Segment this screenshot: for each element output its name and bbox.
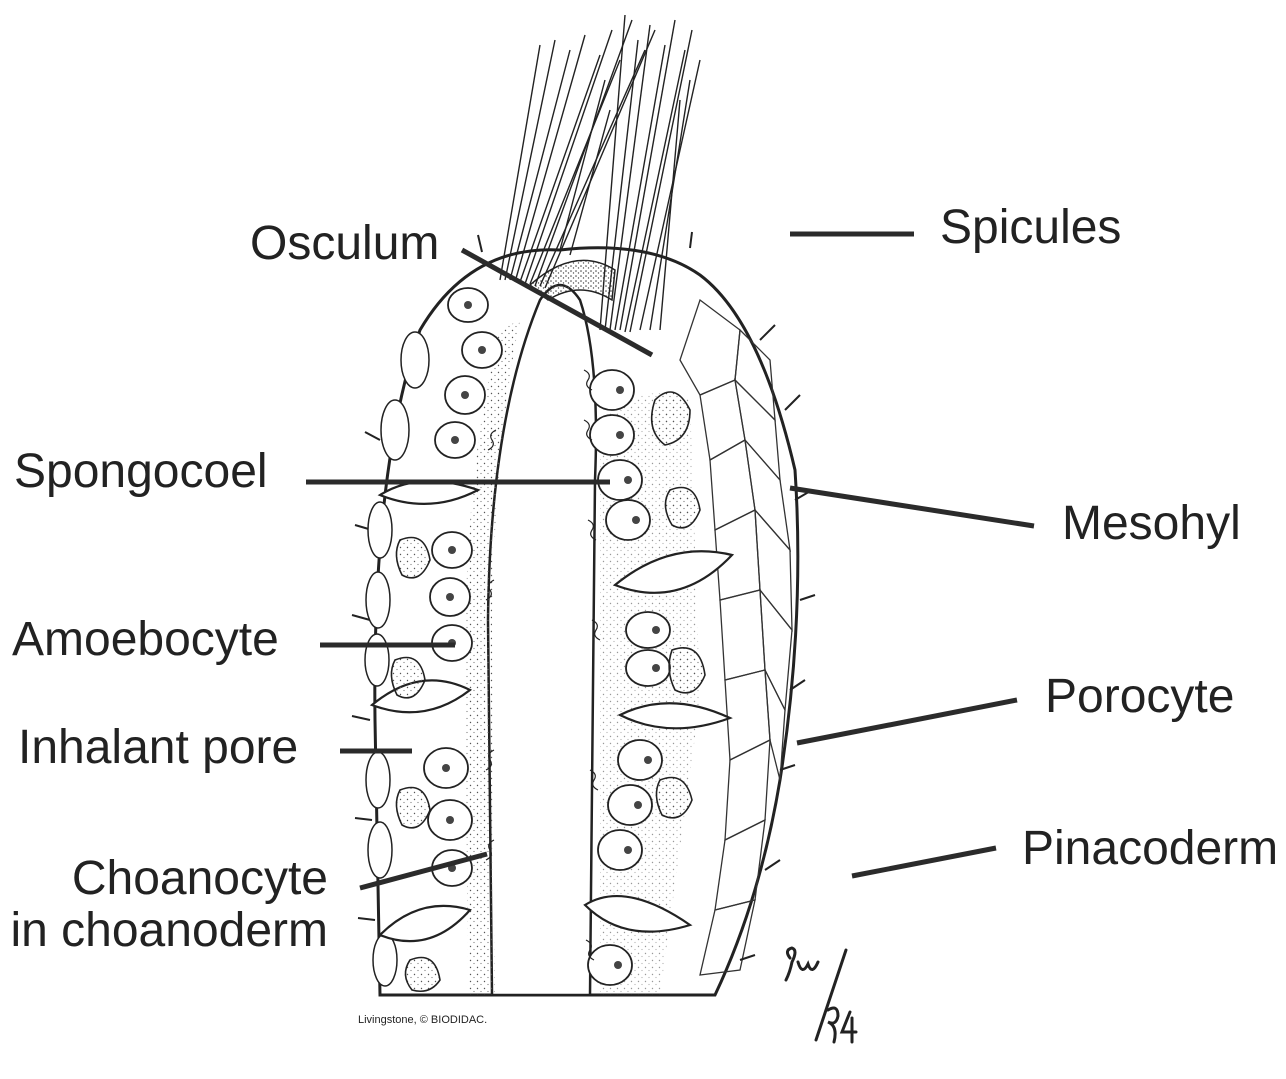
choanocyte-leader: [359, 851, 488, 891]
left-mesohyl-stipple: [465, 320, 520, 995]
artist-signature: [784, 946, 858, 1044]
spicule-bundle: [499, 14, 701, 333]
osculum-label: Osculum: [250, 217, 440, 270]
porocyte-label: Porocyte: [1045, 670, 1235, 723]
right-choanocyte-column: [587, 369, 671, 986]
porocyte-leader: [796, 697, 1018, 746]
osculum-leader: [460, 247, 654, 358]
osculum-dome-stipple: [528, 259, 616, 302]
right-choanocyte-nuclei: [614, 386, 660, 969]
spongocoel-label: Spongocoel: [14, 445, 268, 498]
amoebocyte-cells: [390, 391, 706, 993]
left-porocytes: [369, 480, 481, 943]
surface-spines: [351, 231, 816, 961]
mesohyl-label: Mesohyl: [1062, 497, 1241, 550]
amoebocyte-label: Amoebocyte: [12, 613, 279, 666]
pinacoderm-leader: [851, 845, 997, 879]
right-porocytes: [583, 550, 735, 933]
image-credit: Livingstone, © BIODIDAC.: [358, 1014, 488, 1026]
leader-lines: [306, 231, 1035, 891]
inhalant-pore-label: Inhalant pore: [18, 721, 299, 774]
choanocyte-label-line1: Choanocyte: [71, 852, 328, 905]
pinacoderm-cells: [679, 298, 793, 976]
mesohyl-leader: [789, 485, 1035, 529]
choanocyte-label: Choanocyte in choanoderm: [0, 853, 328, 957]
choanocyte-label-line2: in choanoderm: [10, 904, 328, 957]
choanocyte-flagella: [485, 369, 601, 961]
spicules-label: Spicules: [940, 201, 1122, 254]
pinacoderm-label: Pinacoderm: [1022, 822, 1279, 875]
